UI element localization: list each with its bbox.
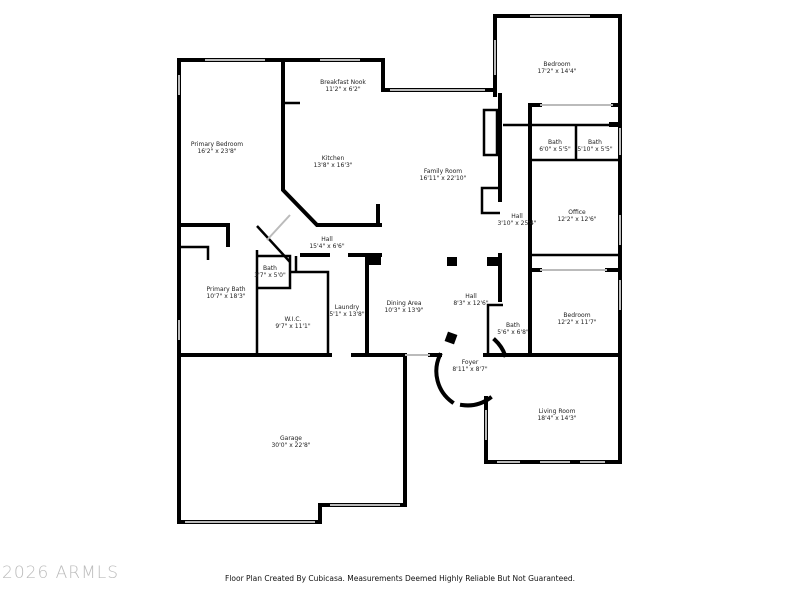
room-name: Hall	[321, 236, 333, 243]
room-name: Family Room	[424, 168, 462, 175]
room-name: Primary Bedroom	[191, 141, 243, 148]
room-name: Garage	[280, 435, 302, 442]
room-dimensions: 8'3" x 12'6"	[453, 300, 489, 307]
room-name: Dining Area	[386, 300, 421, 307]
room-name: Bath	[506, 322, 520, 329]
room-dimensions: 12'2" x 12'6"	[557, 216, 596, 223]
room-dimensions: 5'10" x 5'5"	[577, 146, 613, 153]
room-dimensions: 6'0" x 5'5"	[539, 146, 571, 153]
room-dimensions: 8'11" x 8'7"	[452, 366, 488, 373]
columns	[367, 122, 620, 345]
room-name: Bedroom	[543, 61, 570, 68]
room-name: Hall	[511, 213, 523, 220]
room-wic: W.I.C.9'7" x 11'1"	[275, 316, 311, 330]
room-dimensions: 9'7" x 11'1"	[275, 323, 311, 330]
room-dimensions: 17'2" x 14'4"	[537, 68, 576, 75]
room-name: Bath	[548, 139, 562, 146]
room-name: Office	[568, 209, 586, 216]
windows	[178, 15, 621, 523]
room-dimensions: 3'10" x 25'4"	[497, 220, 536, 227]
room-name: Breakfast Nook	[320, 79, 366, 86]
room-dimensions: 18'4" x 14'3"	[537, 415, 576, 422]
room-dimensions: 30'0" x 22'8"	[271, 442, 310, 449]
room-dimensions: 3'7" x 5'0"	[254, 272, 286, 279]
room-name: Bath	[263, 265, 277, 272]
room-dimensions: 5'1" x 13'8"	[329, 311, 365, 318]
room-dimensions: 5'6" x 6'8"	[497, 329, 529, 336]
room-dimensions: 13'8" x 16'3"	[313, 162, 352, 169]
room-name: Primary Bath	[206, 286, 245, 293]
room-name: Kitchen	[322, 155, 345, 162]
room-dimensions: 16'11" x 22'10"	[420, 175, 467, 182]
room-name: Laundry	[335, 304, 360, 311]
room-name: W.I.C.	[285, 316, 302, 323]
room-dimensions: 11'2" x 6'2"	[325, 86, 361, 93]
room-name: Foyer	[462, 359, 479, 366]
room-name: Bedroom	[563, 312, 590, 319]
room-dimensions: 10'7" x 18'3"	[206, 293, 245, 300]
footer-disclaimer: Floor Plan Created By Cubicasa. Measurem…	[225, 574, 575, 583]
room-name: Bath	[588, 139, 602, 146]
room-dimensions: 15'4" x 6'6"	[309, 243, 345, 250]
watermark: 2026 ARMLS	[2, 563, 120, 583]
room-dimensions: 10'3" x 13'9"	[384, 307, 423, 314]
room-dimensions: 16'2" x 23'8"	[197, 148, 236, 155]
room-name: Living Room	[539, 408, 576, 415]
room-name: Hall	[465, 293, 477, 300]
room-dimensions: 12'2" x 11'7"	[557, 319, 596, 326]
